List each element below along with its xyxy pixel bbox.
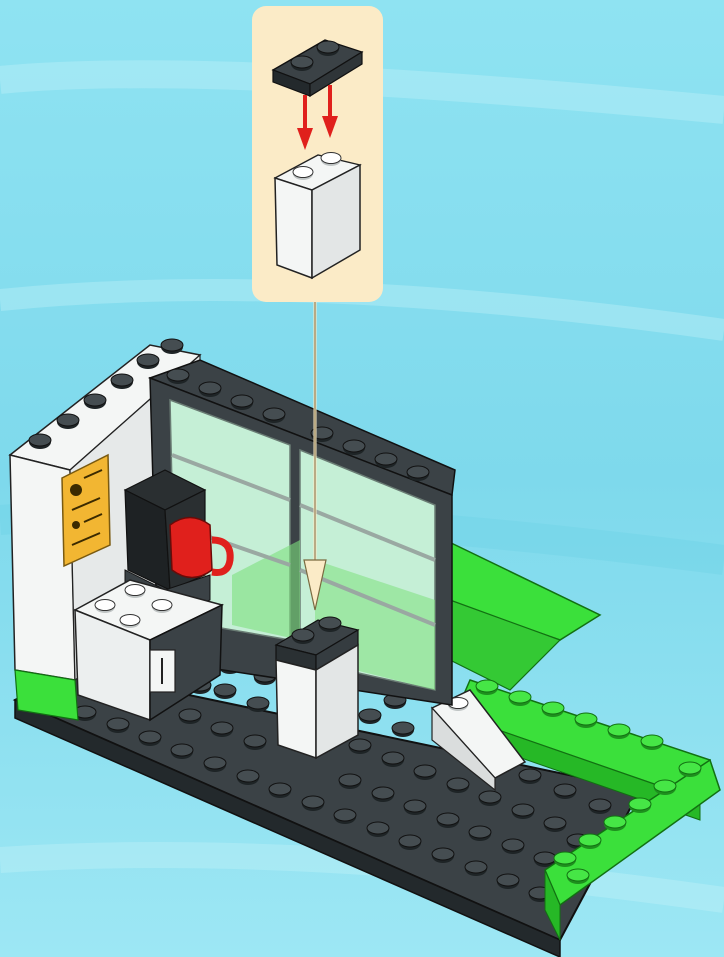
placed-brick (276, 617, 358, 758)
sub-assembly-callout-icon (252, 6, 383, 302)
